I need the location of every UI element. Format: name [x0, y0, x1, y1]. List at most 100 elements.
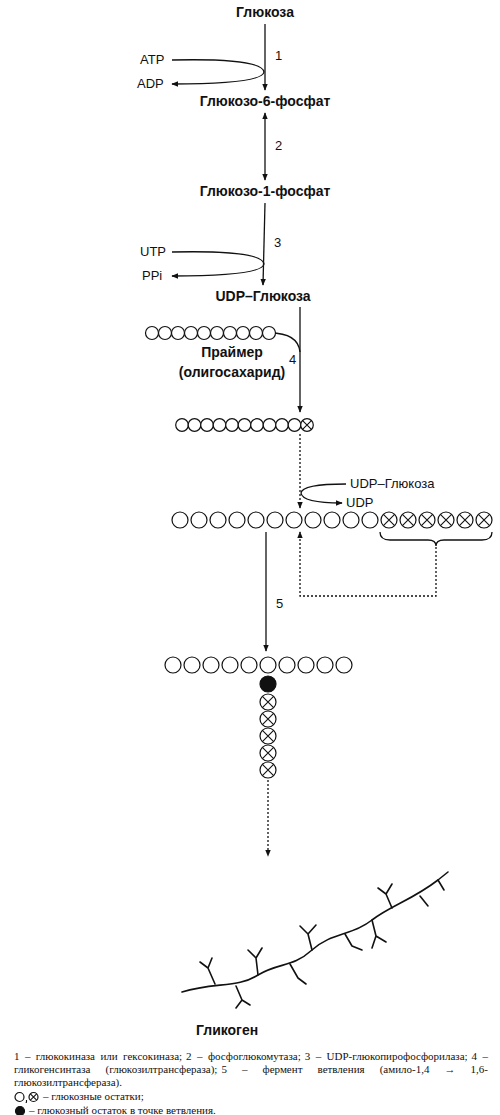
glucose-residue — [222, 657, 238, 673]
cofactor-label: ADP — [137, 76, 164, 92]
glucose-residue — [237, 327, 250, 340]
new-residue — [457, 512, 473, 528]
glucose-residue — [191, 512, 207, 528]
glucose-residue — [213, 419, 226, 432]
step-number: 1 — [275, 48, 282, 64]
new-residue — [301, 419, 314, 432]
notes-block: 1 – глюкокиназа или гексокиназа; 2 – фосф… — [14, 1050, 488, 1115]
glucose-residue — [336, 657, 352, 673]
reaction-arrow — [265, 532, 266, 651]
enzyme-note: 2 – фосфоглюкомутаза; — [186, 1050, 301, 1062]
glucose-residue — [226, 419, 239, 432]
step-number: 5 — [276, 596, 283, 612]
new-residue — [400, 512, 416, 528]
glucose-residue — [184, 657, 200, 673]
residue-cross — [262, 713, 273, 724]
reaction-arrow — [299, 307, 300, 412]
residue-cross — [262, 747, 273, 758]
glucose-residue — [229, 512, 245, 528]
reaction-arrow — [264, 24, 265, 90]
metabolite-node: Глюкозо-6-фосфат — [200, 93, 331, 110]
primer-label: Праймер (олигосахарид) — [172, 342, 292, 382]
glucose-residue — [188, 419, 201, 432]
glucose-residue — [146, 327, 159, 340]
glucose-residue — [288, 419, 301, 432]
glucose-residue — [201, 419, 214, 432]
metabolite-name: UDP–Глюкоза — [215, 288, 310, 305]
branch-residue — [260, 676, 276, 692]
residue-symbols — [14, 1091, 40, 1103]
glucose-residue — [317, 657, 333, 673]
residue-cross — [262, 696, 273, 707]
metabolite-node: UDP–Глюкоза — [215, 288, 310, 305]
glucose-residue — [159, 327, 172, 340]
glucose-residue — [241, 657, 257, 673]
glucose-residue — [172, 512, 188, 528]
cofactor-curve — [301, 484, 346, 503]
residue-cross — [303, 421, 312, 430]
new-residue — [438, 512, 454, 528]
glucose-residue — [185, 327, 198, 340]
enzyme-note: 1 – глюкокиназа или гексокиназа; — [14, 1050, 182, 1062]
glucose-residue — [172, 327, 185, 340]
cofactor-curve — [172, 252, 264, 276]
new-residue — [260, 728, 276, 744]
metabolite-name: Глюкозо-1-фосфат — [200, 183, 331, 200]
glucose-residue — [298, 657, 314, 673]
metabolite-node: Глюкоза — [236, 4, 294, 21]
residue-cross — [402, 514, 413, 525]
new-residue — [381, 512, 397, 528]
dotted-return-arrow — [300, 532, 436, 596]
dotted-arrow — [267, 780, 268, 856]
notes-paragraph: 1 – глюкокиназа или гексокиназа; 2 – фосф… — [14, 1050, 488, 1089]
residue-cross — [262, 764, 273, 775]
glucose-residue — [250, 327, 263, 340]
branch-residue — [16, 1106, 25, 1115]
new-residue — [260, 694, 276, 710]
new-residue — [419, 512, 435, 528]
glucose-residue — [324, 512, 340, 528]
metabolite-name: Глюкоза — [236, 4, 294, 21]
glucose-residue — [238, 419, 251, 432]
glucose-residue — [362, 512, 378, 528]
cofactor-label: ATP — [140, 52, 164, 68]
residue-cross — [30, 1093, 36, 1099]
legend-line: – глюкозные остатки; — [14, 1090, 488, 1103]
bracket — [380, 532, 492, 546]
residue-cross — [459, 514, 470, 525]
metabolite-name: Глюкозо-6-фосфат — [200, 93, 331, 110]
cofactor-curve — [172, 60, 264, 84]
glucose-residue — [251, 419, 264, 432]
legend-line: – глюкозный остаток в точке ветвления. — [14, 1104, 488, 1115]
residue-cross — [421, 514, 432, 525]
reaction-arrow — [264, 113, 265, 180]
glucose-residue — [305, 512, 321, 528]
new-residue — [260, 711, 276, 727]
step-number: 4 — [289, 352, 296, 368]
glucose-residue — [198, 327, 211, 340]
glucose-residue — [286, 512, 302, 528]
new-residue — [476, 512, 492, 528]
new-residue — [260, 762, 276, 778]
glucose-residue — [248, 512, 264, 528]
metabolite-node: Глюкозо-1-фосфат — [200, 183, 331, 200]
new-residue — [29, 1092, 38, 1101]
glucose-residue — [260, 657, 276, 673]
glucose-residue — [211, 327, 224, 340]
residue-cross — [262, 730, 273, 741]
glucose-residue — [224, 327, 237, 340]
cofactor-label: UTP — [140, 244, 166, 260]
comma-mark — [26, 1100, 27, 1103]
glucose-residue — [176, 419, 189, 432]
glucose-residue — [210, 512, 226, 528]
dotted-arrow — [299, 434, 300, 508]
glucose-residue — [263, 419, 276, 432]
branch-symbol — [14, 1105, 26, 1115]
glycogen-tree — [182, 872, 448, 1008]
product-label: Гликоген — [196, 1022, 258, 1038]
residue-cross — [478, 514, 489, 525]
reaction-arrow — [263, 203, 265, 285]
glucose-residue — [15, 1092, 24, 1101]
